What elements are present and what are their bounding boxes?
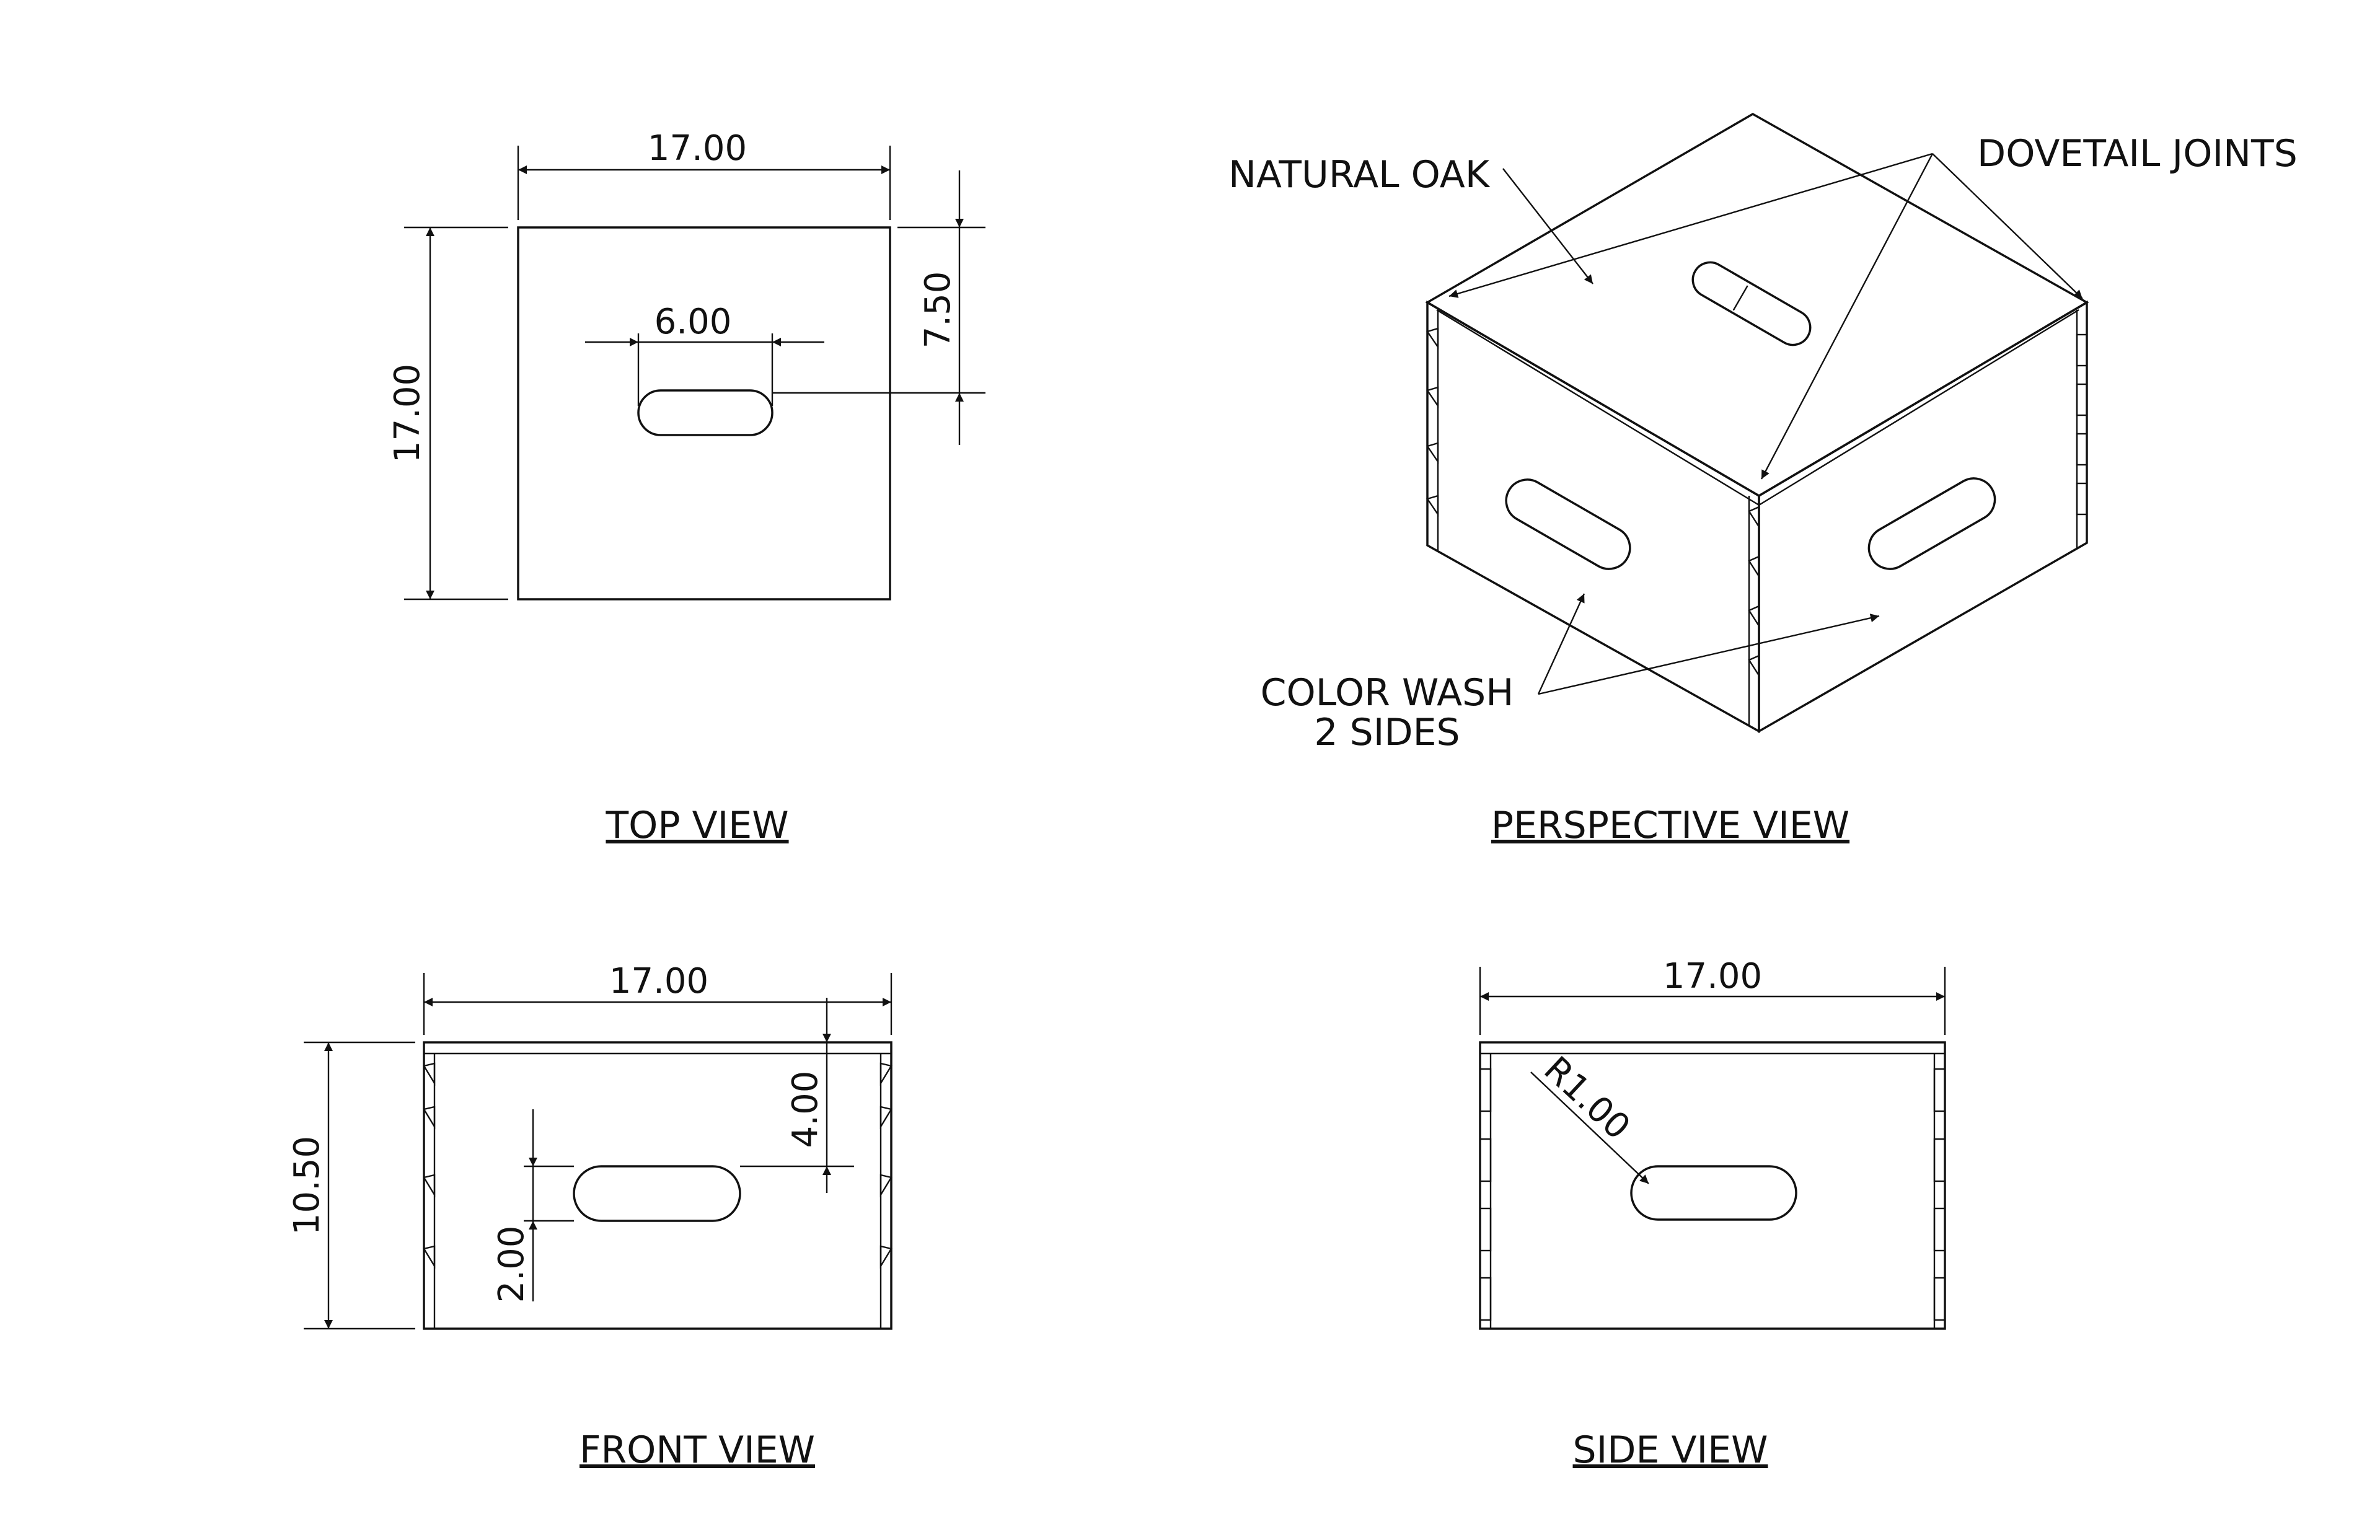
side-view: 17.00 R1.00 SIDE VIEW — [1479, 956, 1946, 1472]
note-color-wash-line1: COLOR WASH — [1261, 671, 1514, 715]
side-view-title: SIDE VIEW — [1573, 1428, 1768, 1472]
perspective-left-face — [1426, 300, 1760, 733]
perspective-dovetails-left — [1426, 327, 1439, 517]
perspective-view: NATURAL OAK DOVETAIL JOINTS COLOR WASH 2… — [1228, 112, 2298, 847]
side-view-radius-dimension: R1.00 — [1530, 1049, 1649, 1184]
top-height-label: 17.00 — [387, 364, 428, 463]
top-view-slot-length-dimension: 6.00 — [585, 302, 824, 406]
perspective-right-slot — [1867, 477, 1996, 570]
top-view-height-dimension: 17.00 — [387, 226, 508, 601]
front-view-title: FRONT VIEW — [580, 1428, 815, 1472]
perspective-view-title: PERSPECTIVE VIEW — [1491, 804, 1849, 847]
perspective-top-slot — [1691, 261, 1812, 346]
front-slot-top-label: 4.00 — [785, 1071, 826, 1148]
front-dovetails-left — [423, 1062, 436, 1269]
side-view-slot — [1630, 1165, 1797, 1221]
front-dovetails-right — [879, 1062, 892, 1269]
top-slot-offset-label: 7.50 — [918, 271, 958, 349]
top-view-outline — [517, 226, 891, 601]
top-slot-length-label: 6.00 — [654, 302, 732, 342]
front-view-slot — [573, 1165, 741, 1222]
front-height-label: 10.50 — [287, 1136, 327, 1235]
front-view-slot-height-dimension: 2.00 — [491, 1109, 574, 1303]
side-dovetails-left — [1479, 1068, 1492, 1321]
perspective-right-face — [1758, 300, 2088, 734]
top-view-width-dimension: 17.00 — [517, 128, 891, 220]
perspective-dovetails-right — [2076, 333, 2088, 516]
front-width-label: 17.00 — [609, 961, 708, 1001]
front-slot-height-label: 2.00 — [491, 1226, 532, 1303]
side-width-label: 17.00 — [1663, 956, 1762, 997]
side-view-width-dimension: 17.00 — [1479, 956, 1946, 1035]
top-view-slot-offset-dimension: 7.50 — [772, 170, 985, 445]
front-view-slot-top-dimension: 4.00 — [740, 998, 854, 1193]
perspective-left-slot — [1505, 478, 1631, 570]
front-view-height-dimension: 10.50 — [287, 1041, 415, 1330]
front-view-outline — [423, 1041, 892, 1330]
top-view: 17.00 17.00 6.00 7.50 TOP VIEW — [387, 128, 985, 847]
front-view-width-dimension: 17.00 — [423, 961, 892, 1035]
side-radius-label: R1.00 — [1536, 1049, 1637, 1148]
side-dovetails-right — [1933, 1068, 1946, 1321]
note-dovetail-joints: DOVETAIL JOINTS — [1977, 132, 2298, 175]
note-color-wash-line2: 2 SIDES — [1314, 711, 1460, 754]
note-natural-oak: NATURAL OAK — [1228, 153, 1491, 196]
top-width-label: 17.00 — [648, 128, 747, 169]
top-view-slot — [637, 389, 774, 436]
front-view: 17.00 10.50 4.00 2.00 FRONT VIEW — [287, 961, 892, 1472]
top-view-title: TOP VIEW — [605, 804, 788, 847]
side-view-outline — [1479, 1041, 1946, 1330]
perspective-dovetails-center — [1748, 506, 1760, 679]
